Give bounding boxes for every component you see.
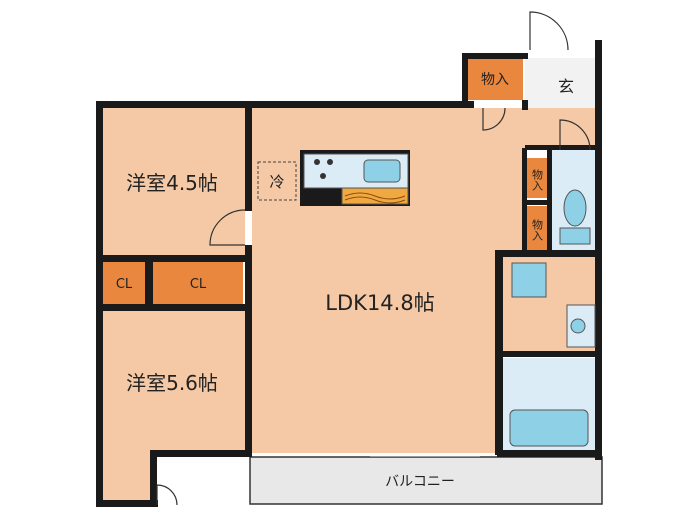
kitchen-sink-icon [363, 159, 401, 183]
closet-small-floor [103, 262, 145, 304]
hall-floor [497, 108, 525, 253]
storage-entrance-label: 物入 [481, 72, 509, 88]
entrance-floor [525, 58, 595, 108]
closet-large-label: CL [190, 277, 207, 292]
bathtub-icon [509, 409, 589, 447]
storage-hall-2-floor [527, 206, 547, 250]
fridge-space [257, 161, 297, 201]
door-swing-icon [156, 11, 591, 506]
storage-hall-2-label: 物入 [531, 218, 544, 241]
closet-large-floor [153, 262, 243, 304]
storage-entrance-floor [468, 58, 523, 100]
storage-hall-1-label: 物入 [531, 168, 544, 191]
toilet-icon [563, 189, 587, 227]
washer-drain-icon [570, 318, 586, 334]
balcony-label: バルコニー [385, 474, 455, 490]
toilet-tank [559, 227, 591, 245]
balcony-floor [249, 456, 603, 505]
stove-icon [314, 159, 333, 179]
western-room-1-label: 洋室4.5帖 [126, 171, 218, 195]
storage-hall-1-floor [527, 158, 547, 198]
western-room-1-floor [103, 108, 245, 258]
wash-basin-icon [511, 262, 547, 298]
ldk-label: LDK14.8帖 [325, 291, 434, 315]
closet-small-label: CL [116, 277, 133, 292]
western-room-2-label: 洋室5.6帖 [126, 371, 218, 395]
entrance-label: 玄 [558, 77, 574, 96]
fridge-label: 冷 [269, 173, 284, 191]
kitchen-counter [303, 153, 409, 205]
western-room-2-floor [103, 310, 245, 500]
